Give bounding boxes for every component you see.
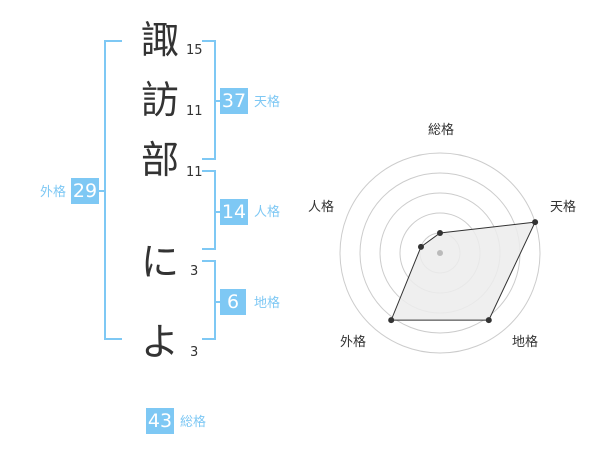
jinkaku-value: 14 bbox=[220, 199, 248, 225]
radar-label-gaikaku: 外格 bbox=[339, 335, 366, 350]
radar-polygon bbox=[390, 221, 536, 321]
radar-label-soukaku: 総格 bbox=[427, 123, 454, 138]
stroke-count-2: 11 bbox=[186, 104, 203, 119]
radar-point-tenkaku bbox=[532, 219, 539, 226]
name-char-2: 訪 bbox=[140, 78, 179, 122]
radar-points bbox=[388, 219, 539, 324]
gaikaku-value: 29 bbox=[71, 178, 99, 204]
name-char-1: 諏 bbox=[140, 18, 179, 62]
gaikaku-bracket bbox=[104, 40, 122, 340]
name-char-3: 部 bbox=[140, 138, 179, 182]
jinkaku-label: 人格 bbox=[254, 205, 281, 220]
radar-point-gaikaku bbox=[388, 317, 395, 324]
soukaku-value: 43 bbox=[146, 408, 174, 434]
jinkaku-connector bbox=[214, 211, 222, 213]
name-char-4: に bbox=[140, 240, 179, 284]
soukaku-label: 総格 bbox=[180, 415, 207, 430]
gaikaku-label: 外格 bbox=[40, 185, 67, 200]
radar-ring-1 bbox=[339, 152, 541, 354]
chikaku-label: 地格 bbox=[254, 296, 281, 311]
gaikaku-connector bbox=[98, 190, 106, 192]
stroke-count-3: 11 bbox=[186, 165, 203, 180]
tenkaku-value: 37 bbox=[220, 88, 248, 114]
name-char-5: よ bbox=[140, 320, 179, 364]
chikaku-value: 6 bbox=[220, 289, 246, 315]
chikaku-bracket bbox=[202, 260, 216, 340]
stroke-count-4: 3 bbox=[190, 264, 199, 279]
radar-point-chikaku bbox=[485, 317, 492, 324]
radar-chart bbox=[339, 152, 541, 354]
radar-point-jinkaku bbox=[417, 243, 424, 250]
radar-center-dot bbox=[437, 250, 443, 256]
tenkaku-connector bbox=[214, 100, 222, 102]
radar-point-soukaku bbox=[437, 230, 443, 236]
jinkaku-bracket bbox=[202, 170, 216, 250]
radar-label-chikaku: 地格 bbox=[511, 335, 538, 350]
stroke-count-5: 3 bbox=[190, 345, 199, 360]
chikaku-connector bbox=[214, 301, 222, 303]
tenkaku-label: 天格 bbox=[254, 95, 281, 110]
stroke-count-1: 15 bbox=[186, 43, 203, 58]
radar-label-tenkaku: 天格 bbox=[549, 200, 576, 215]
radar-label-jinkaku: 人格 bbox=[307, 200, 334, 215]
